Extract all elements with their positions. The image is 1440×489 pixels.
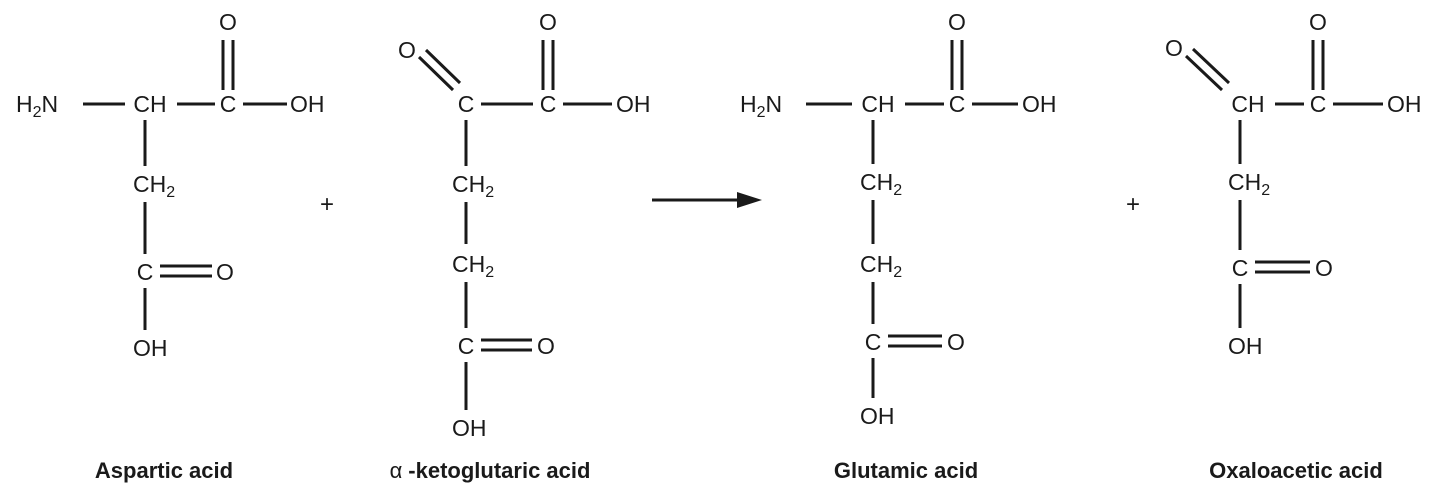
aketo-carboxyl-carbon: C xyxy=(540,91,557,117)
aketo-keto-bond-a xyxy=(417,55,455,92)
aketo-side-oh: OH xyxy=(452,415,487,441)
glutamic-side-oxygen: O xyxy=(947,329,965,355)
aspartic-acid-name: Aspartic acid xyxy=(95,458,233,483)
aspartic-top-oxygen: O xyxy=(219,9,237,35)
oxalo-keto-bond-a xyxy=(1184,54,1224,92)
oxaloacetic-acid-name: Oxaloacetic acid xyxy=(1209,458,1383,483)
plus-sign-reactants: + xyxy=(320,191,334,218)
aspartic-alpha-carbon: CH xyxy=(133,91,166,117)
aspartic-carboxyl-oh: OH xyxy=(290,91,325,117)
oxalo-alpha-carbon: CH xyxy=(1231,91,1264,117)
oxalo-ch2: CH2 xyxy=(1228,169,1270,199)
glutamic-side-oh: OH xyxy=(860,403,895,429)
aketo-carboxyl-oh: OH xyxy=(616,91,651,117)
aspartic-side-oh: OH xyxy=(133,335,168,361)
glutamic-ch2-second: CH2 xyxy=(860,251,902,281)
oxalo-side-carbon: C xyxy=(1232,255,1249,281)
aketo-top-oxygen: O xyxy=(539,9,557,35)
oxalo-keto-bond-b xyxy=(1191,47,1231,85)
aketo-side-carbon: C xyxy=(458,333,475,359)
glutamic-side-carbon: C xyxy=(865,329,882,355)
glutamic-carboxyl-oh: OH xyxy=(1022,91,1057,117)
oxalo-carboxyl-oh: OH xyxy=(1387,91,1422,117)
glutamic-acid-name: Glutamic acid xyxy=(834,458,978,483)
aspartic-carboxyl-carbon: C xyxy=(220,91,237,117)
aketo-keto-bond-b xyxy=(424,48,462,85)
glutamic-acid-structure: O H2N CH C OH CH2 CH2 C O OH xyxy=(740,9,1057,429)
aketo-ch2-first: CH2 xyxy=(452,171,494,201)
glutamic-amine: H2N xyxy=(740,91,782,121)
glutamic-top-oxygen: O xyxy=(948,9,966,35)
aspartic-amine: H2N xyxy=(16,91,58,121)
oxalo-carboxyl-carbon: C xyxy=(1310,91,1327,117)
alpha-ketoglutaric-acid-name: α-ketoglutaric acid xyxy=(390,458,591,483)
plus-sign-products: + xyxy=(1126,191,1140,218)
aketo-side-oxygen: O xyxy=(537,333,555,359)
oxaloacetic-acid-structure: O O CH C OH CH2 C O OH xyxy=(1165,9,1422,359)
alpha-ketoglutaric-acid-structure: O O C C OH CH2 CH2 C O OH xyxy=(398,9,651,441)
oxalo-side-oxygen: O xyxy=(1315,255,1333,281)
oxalo-side-oh: OH xyxy=(1228,333,1263,359)
reaction-arrow-head xyxy=(737,192,762,208)
glutamic-carboxyl-carbon: C xyxy=(949,91,966,117)
aketo-ch2-second: CH2 xyxy=(452,251,494,281)
glutamic-alpha-carbon: CH xyxy=(861,91,894,117)
aspartic-side-carbon: C xyxy=(137,259,154,285)
aspartic-acid-structure: O H2N CH C OH CH2 C O OH xyxy=(16,9,325,361)
oxalo-top-oxygen: O xyxy=(1309,9,1327,35)
oxalo-keto-oxygen: O xyxy=(1165,35,1183,61)
aspartic-ch2: CH2 xyxy=(133,171,175,201)
aketo-alpha-carbon: C xyxy=(458,91,475,117)
glutamic-ch2-first: CH2 xyxy=(860,169,902,199)
reaction-arrow xyxy=(652,192,762,208)
aketo-keto-oxygen: O xyxy=(398,37,416,63)
aspartic-side-oxygen: O xyxy=(216,259,234,285)
